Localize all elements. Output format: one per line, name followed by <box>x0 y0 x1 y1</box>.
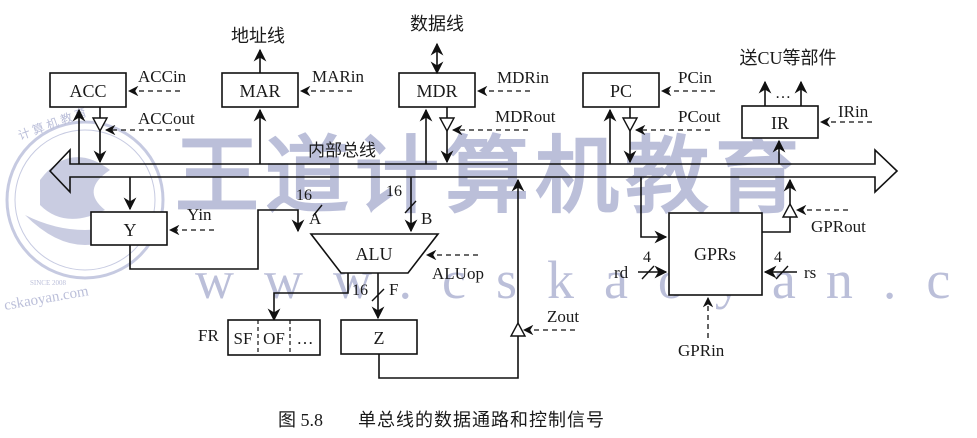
mdr-in-signal: MDRin <box>497 68 549 87</box>
internal-bus: 内部总线 <box>48 141 899 194</box>
figure-caption: 图 5.8 单总线的数据通路和控制信号 <box>278 410 605 430</box>
alu: ALU 16 A 16 B ALUop 16 F <box>267 177 484 322</box>
ir-label: IR <box>771 113 789 133</box>
mdr-label: MDR <box>416 81 457 101</box>
rs-width: 4 <box>774 249 782 266</box>
acc-out-signal: ACCout <box>138 109 195 128</box>
watermark-brand: 王道计算机教育 <box>175 127 805 225</box>
gprs-out-signal: GPRout <box>811 217 866 236</box>
pc-label: PC <box>610 81 632 101</box>
z-label: Z <box>374 328 385 348</box>
pc-register: PC PCin PCout <box>582 68 721 164</box>
acc-in-signal: ACCin <box>138 67 187 86</box>
seal-url-text: cskaoyan.com <box>3 283 90 314</box>
to-cu-label: 送CU等部件 <box>739 48 836 68</box>
flag-sf: SF <box>234 329 253 348</box>
mdr-tristate-buffer <box>438 117 456 133</box>
mdr-register: MDR 数据线 MDRin MDRout <box>398 14 556 164</box>
gprs-tristate-buffer <box>781 202 799 218</box>
alu-op-signal: ALUop <box>432 264 484 283</box>
alu-a-width: 16 <box>296 187 312 204</box>
ir-output-ellipsis: … <box>775 85 791 102</box>
data-bus-label: 数据线 <box>410 14 464 34</box>
watermark-url: www.cskaoyan.com <box>195 250 977 310</box>
alu-b-input-label: B <box>421 209 432 228</box>
flags-register: FR SF OF … <box>198 319 321 356</box>
mar-label: MAR <box>239 81 280 101</box>
y-register: Y Yin <box>90 177 305 270</box>
z-out-signal: Zout <box>547 307 579 326</box>
fr-label: FR <box>198 326 219 345</box>
ir-in-signal: IRin <box>838 102 869 121</box>
address-bus-label: 地址线 <box>231 26 285 46</box>
acc-label: ACC <box>69 81 106 101</box>
watermark: 计 算 机 教 育 SINCE 2008 cskaoyan.com 王道计算机教… <box>3 104 977 314</box>
pc-tristate-buffer <box>621 117 639 133</box>
z-tristate-buffer <box>509 321 527 337</box>
alu-a-input-label: A <box>309 209 322 228</box>
acc-register: ACC ACCin ACCout <box>49 67 195 164</box>
alu-f-output-label: F <box>389 280 398 299</box>
y-in-signal: Yin <box>187 205 212 224</box>
acc-tristate-buffer <box>91 117 109 133</box>
y-label: Y <box>124 220 137 240</box>
rs-label: rs <box>804 263 816 282</box>
watermark-seal: 计 算 机 教 育 SINCE 2008 cskaoyan.com <box>3 104 165 314</box>
caption-text: 单总线的数据通路和控制信号 <box>358 410 605 430</box>
alu-f-width: 16 <box>352 282 368 299</box>
flag-more: … <box>297 329 314 348</box>
gprs: GPRs GPRout rd 4 rs 4 GPRin <box>614 177 866 360</box>
z-register: Z Zout <box>340 178 579 379</box>
pc-in-signal: PCin <box>678 68 713 87</box>
rd-width: 4 <box>643 249 651 266</box>
mar-in-signal: MARin <box>312 67 364 86</box>
bus-label: 内部总线 <box>308 141 376 160</box>
rd-label: rd <box>614 263 629 282</box>
mdr-out-signal: MDRout <box>495 107 556 126</box>
mar-register: MAR 地址线 MARin <box>221 26 364 164</box>
pc-out-signal: PCout <box>678 107 721 126</box>
seal-since-text: SINCE 2008 <box>30 279 66 287</box>
alu-b-width: 16 <box>386 183 402 200</box>
gprs-in-signal: GPRin <box>678 341 725 360</box>
caption-number: 图 5.8 <box>278 410 323 430</box>
flag-of: OF <box>263 329 285 348</box>
gprs-label: GPRs <box>694 244 736 264</box>
alu-label: ALU <box>356 244 393 264</box>
ir-register: IR … 送CU等部件 IRin <box>739 48 872 164</box>
